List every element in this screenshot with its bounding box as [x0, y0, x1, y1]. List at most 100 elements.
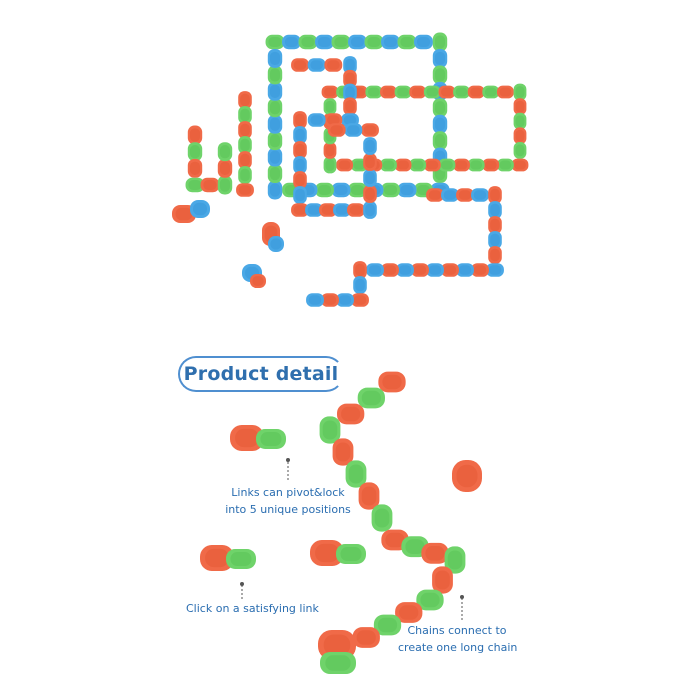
chain-link — [348, 182, 367, 198]
chain-link — [315, 182, 334, 198]
chain-link — [331, 34, 351, 50]
chain-link — [432, 32, 448, 52]
chain-link — [358, 482, 380, 510]
loose-link-1b — [190, 200, 210, 218]
detail-illustration — [200, 371, 482, 674]
chain-link — [396, 263, 414, 277]
chain-link — [293, 156, 307, 174]
chain-link — [381, 182, 400, 198]
chain-link — [344, 123, 363, 137]
chain-link — [453, 158, 470, 172]
single-link-middle-green — [336, 544, 366, 564]
chain-link — [217, 142, 233, 162]
chain-link — [416, 589, 444, 611]
chain-link — [380, 158, 397, 172]
chain-link — [343, 56, 357, 74]
chain-link — [217, 175, 233, 195]
chain-link — [293, 111, 307, 129]
chain-link — [267, 147, 283, 167]
chain-link — [513, 127, 527, 145]
chain-link — [456, 188, 474, 202]
single-link-middle — [310, 540, 366, 566]
caption-chains-connect: Chains connect to create one long chain — [398, 622, 517, 656]
single-link-left-green — [226, 549, 256, 569]
product-detail-heading: Product detail — [178, 356, 344, 392]
chain-link — [351, 293, 369, 307]
single-link-bottom-green — [320, 652, 356, 674]
chain-link — [373, 614, 402, 636]
hero-product-photo — [172, 32, 529, 307]
chain-link — [421, 542, 449, 564]
chain-link — [363, 137, 377, 155]
single-link-middle-orange — [310, 540, 344, 566]
chain-link — [238, 136, 252, 154]
chain-link — [336, 293, 354, 307]
chain-link — [327, 123, 346, 137]
chain-link — [441, 263, 459, 277]
caption-pivot-line1: Links can pivot&lock — [231, 486, 345, 499]
caption-pivot-line2: into 5 unique positions — [225, 503, 351, 516]
callout-dot-pivot — [286, 458, 290, 462]
chain-link — [432, 131, 448, 151]
chain-link — [236, 183, 254, 197]
chain-link — [298, 34, 318, 50]
chain-link — [307, 113, 326, 127]
single-link-top-green — [256, 429, 286, 449]
chain-link — [331, 182, 351, 198]
chain-link — [333, 203, 351, 217]
chain-link — [411, 263, 429, 277]
chain-link — [394, 158, 412, 172]
single-links — [200, 425, 482, 674]
chain-link — [482, 158, 500, 172]
single-link-left — [200, 545, 256, 571]
heading-text: Product detail — [183, 363, 339, 385]
chain-link — [238, 106, 252, 124]
chain-link — [187, 142, 203, 162]
chain-link — [267, 48, 283, 68]
chain-link — [353, 276, 367, 294]
chain-link — [488, 216, 502, 234]
chain-link — [323, 156, 337, 174]
chain-link — [267, 164, 283, 184]
chain-link — [238, 166, 252, 184]
chain-link — [282, 34, 301, 50]
chain-link — [347, 203, 365, 217]
chain-link — [380, 85, 397, 99]
chain-link — [426, 188, 444, 202]
chain-link — [486, 263, 504, 277]
chain-link — [438, 85, 456, 99]
chain-link — [423, 85, 441, 99]
chain-link — [471, 263, 489, 277]
chain-link — [343, 97, 357, 116]
chain-link — [482, 85, 500, 99]
chain-link — [363, 201, 377, 219]
chain-link — [438, 158, 456, 172]
chain-link — [513, 98, 527, 115]
chain-link — [357, 387, 385, 409]
chain-link — [409, 158, 427, 172]
chain-link — [488, 231, 502, 249]
long-link-chain — [319, 371, 466, 648]
single-link-top — [230, 425, 286, 451]
chain-link — [238, 121, 252, 139]
chain-link — [361, 123, 379, 137]
chain-link — [238, 91, 252, 109]
chain-link — [513, 142, 527, 159]
chain-link — [366, 263, 384, 277]
chain-link — [496, 85, 514, 99]
chain-link — [441, 188, 459, 202]
chain-link — [291, 58, 309, 72]
loose-link-2b — [268, 236, 284, 252]
chain-link — [453, 85, 470, 99]
chain-link — [488, 246, 502, 264]
chain-link — [267, 65, 283, 85]
chain-link — [319, 203, 337, 217]
chain-link — [319, 416, 341, 444]
chain-link — [267, 81, 283, 101]
chain-link — [321, 293, 339, 307]
chain-link — [432, 114, 448, 134]
single-link-left-orange — [200, 545, 234, 571]
chain-link — [381, 34, 400, 50]
chain-link — [293, 186, 307, 204]
chain-link — [217, 158, 233, 178]
